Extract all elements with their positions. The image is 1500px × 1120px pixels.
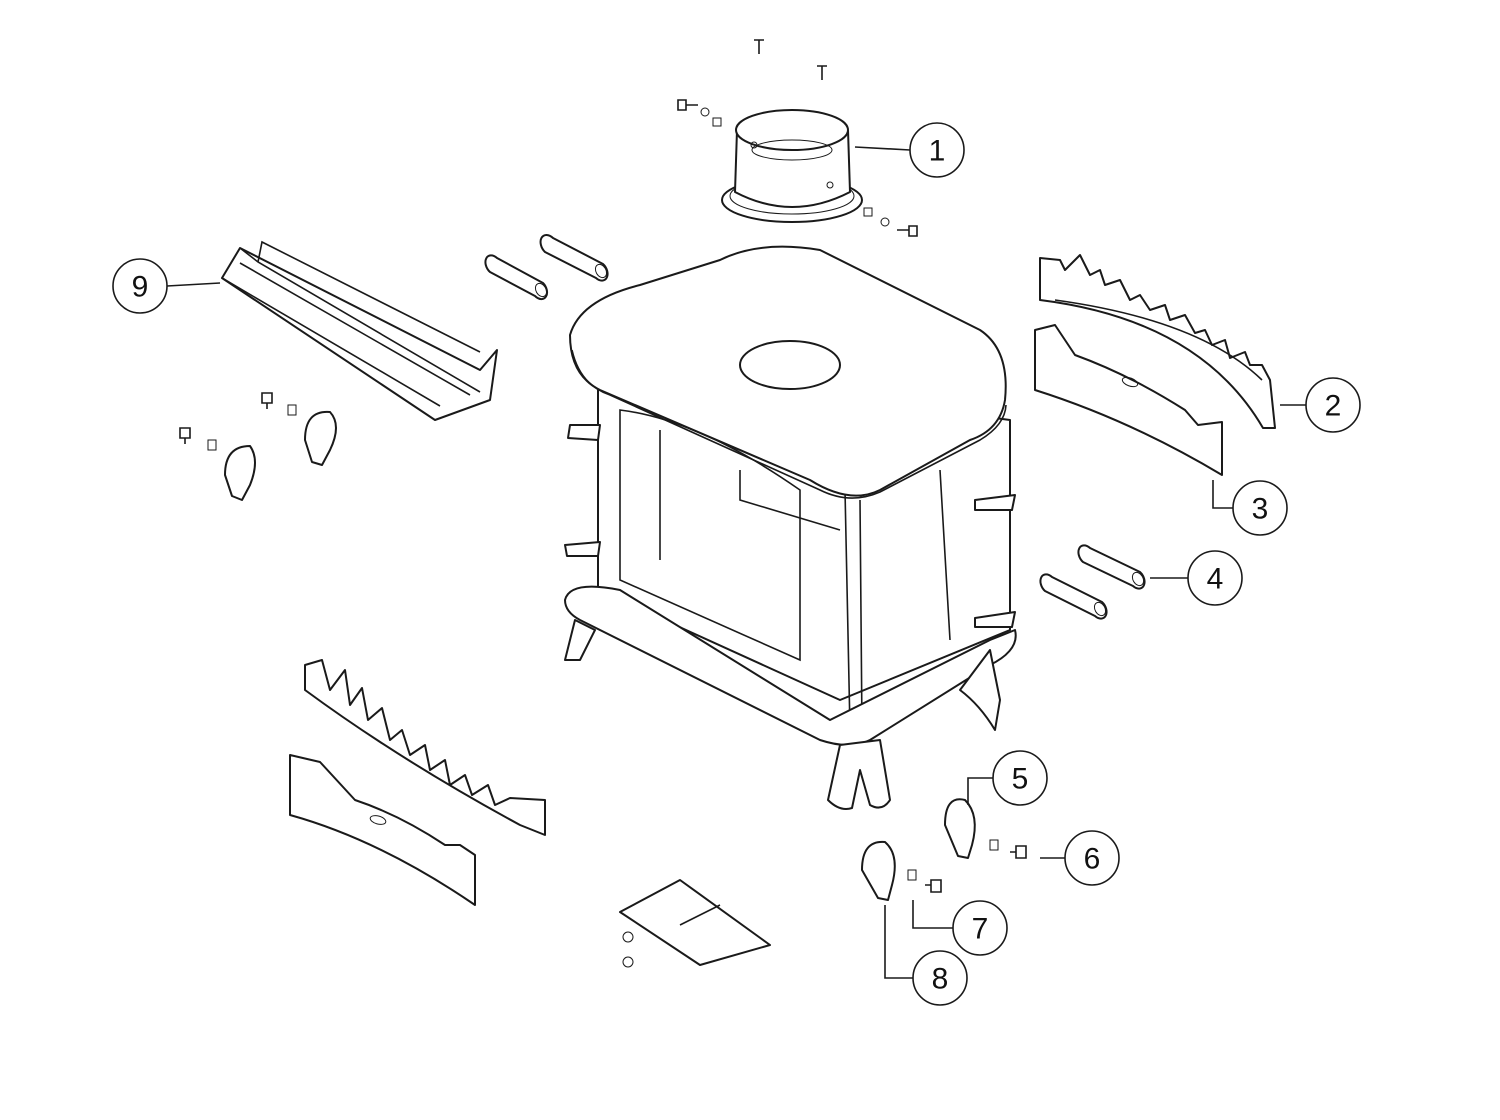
stove-body [564, 245, 1017, 810]
callout-circle [1187, 550, 1243, 606]
callout-number: 2 [1325, 390, 1342, 423]
callout-circle [912, 950, 968, 1006]
callout-9: 9 [112, 258, 168, 314]
callout-3: 3 [1232, 480, 1288, 536]
callout-4: 4 [1187, 550, 1243, 606]
callout-number: 1 [929, 135, 946, 168]
right-air-controls [861, 798, 1027, 901]
ash-plate [619, 879, 771, 968]
callout-circle [992, 750, 1048, 806]
callout-circle [112, 258, 168, 314]
callout-number: 3 [1252, 493, 1269, 526]
callout-6: 6 [1064, 830, 1120, 886]
front-fire-plate [289, 754, 476, 906]
callout-1: 1 [909, 122, 965, 178]
lower-hinge-pins [1039, 544, 1146, 620]
upper-hinge-pins [484, 233, 609, 301]
rear-fire-plate [1034, 324, 1223, 476]
flue-collar [721, 109, 863, 223]
rear-fire-grate [1039, 254, 1276, 429]
callout-circle [1232, 480, 1288, 536]
callout-number: 4 [1207, 563, 1224, 596]
front-fire-grate [304, 659, 546, 836]
callout-7: 7 [952, 900, 1008, 956]
callout-2: 2 [1305, 377, 1361, 433]
callout-number: 6 [1084, 843, 1101, 876]
callout-circle [952, 900, 1008, 956]
baffle-plate [221, 240, 498, 421]
callout-number: 9 [132, 271, 149, 304]
callout-number: 8 [932, 963, 949, 996]
callout-circle [909, 122, 965, 178]
callout-number: 5 [1012, 763, 1029, 796]
callout-8: 8 [912, 950, 968, 1006]
callouts: 1 2 3 4 5 6 78 9 [112, 122, 1361, 1006]
callout-circle [1305, 377, 1361, 433]
leader-lines [166, 146, 1306, 979]
callout-5: 5 [992, 750, 1048, 806]
callout-circle [1064, 830, 1120, 886]
top-screws [677, 39, 918, 237]
left-air-controls [179, 392, 337, 501]
callout-number: 7 [972, 913, 989, 946]
